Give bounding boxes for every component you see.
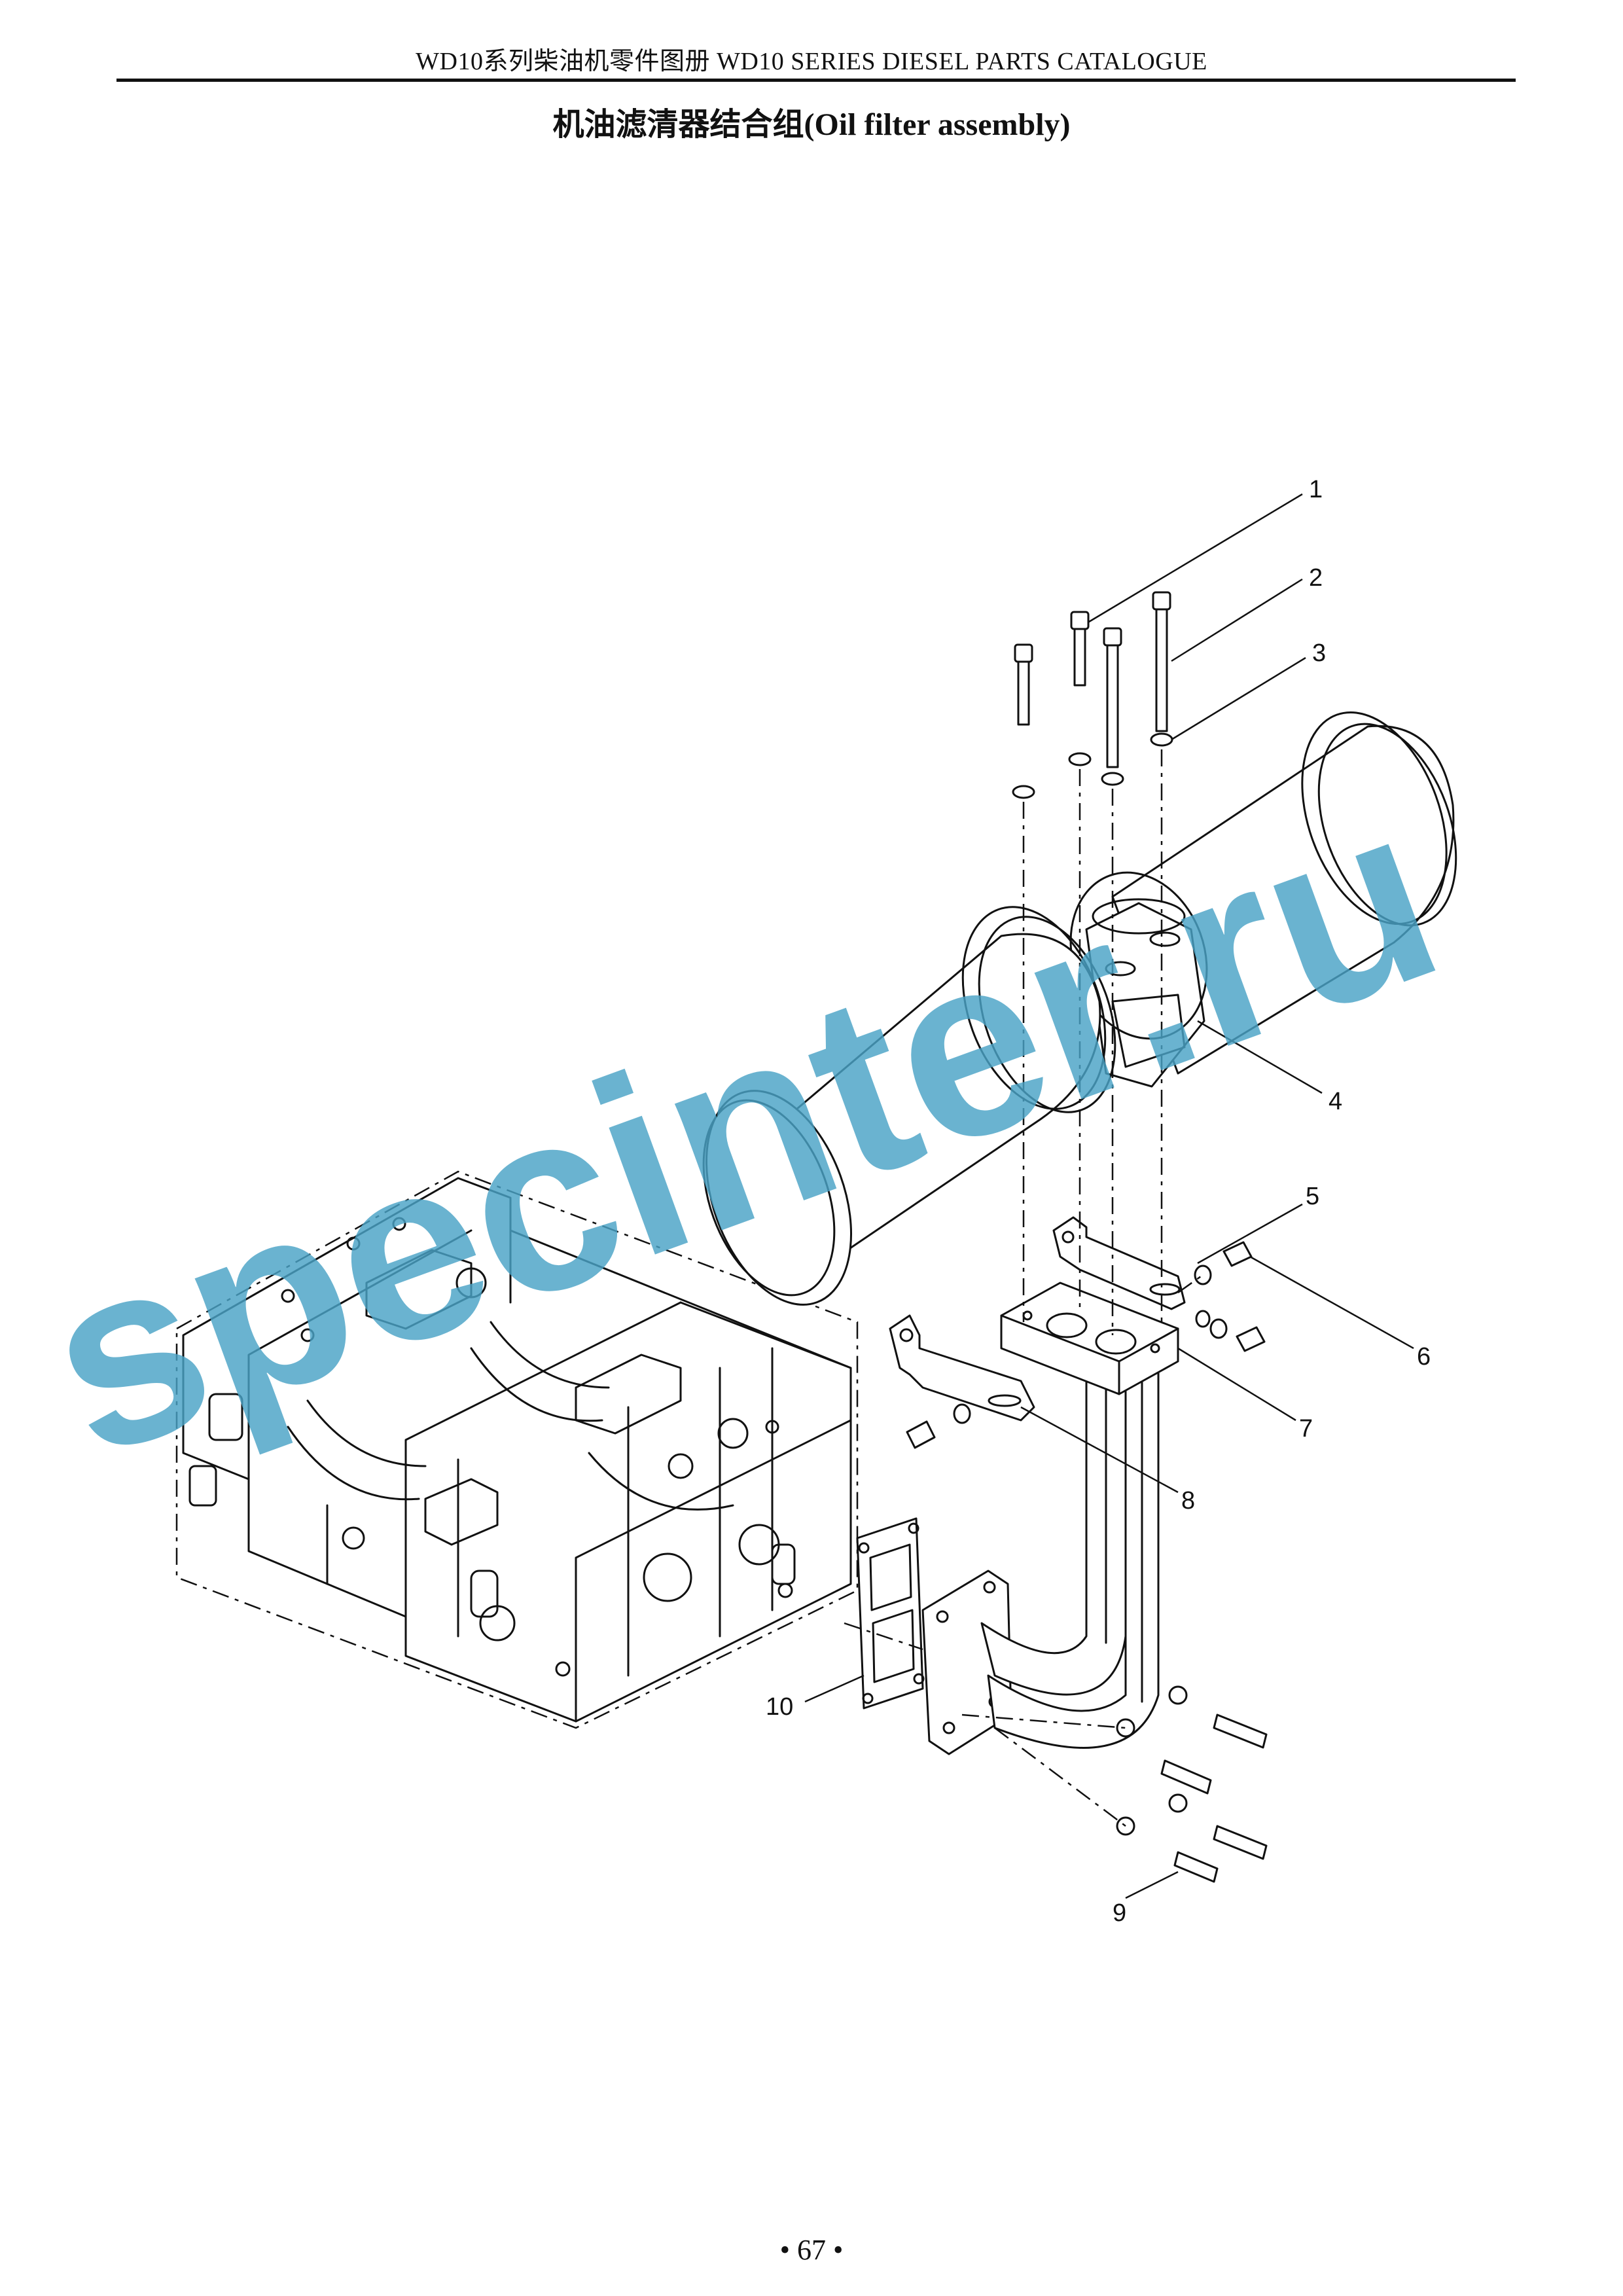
oil-filter-assembly-4 <box>702 711 1457 1306</box>
bolts-9 <box>1116 1685 1268 1883</box>
header-rule <box>116 79 1516 82</box>
engine-block-illustration <box>175 1170 859 1729</box>
bracket-8 <box>889 1314 1035 1422</box>
assembly-lines <box>844 749 1204 1827</box>
callout-2: 2 <box>1309 564 1323 592</box>
callout-9: 9 <box>1113 1899 1126 1927</box>
callout-10: 10 <box>766 1693 793 1721</box>
page-number: • 67 • <box>779 2234 844 2266</box>
gasket-10 <box>856 1517 925 1710</box>
callout-leaders <box>804 493 1414 1899</box>
running-header: WD10系列柴油机零件图册 WD10 SERIES DIESEL PARTS C… <box>416 48 1207 75</box>
washers-3 <box>1012 732 1173 799</box>
callout-7: 7 <box>1299 1415 1313 1443</box>
callout-1: 1 <box>1309 476 1323 503</box>
mounting-plate-7 <box>1000 1282 1179 1395</box>
callout-3: 3 <box>1312 639 1326 667</box>
watermark-logo: specinter.ru <box>12 747 1470 1512</box>
callout-6: 6 <box>1417 1343 1431 1371</box>
page-title: 机油滤清器结合组(Oil filter assembly) <box>552 107 1071 142</box>
callout-5: 5 <box>1306 1183 1319 1210</box>
oil-pipe-assembly <box>921 1347 1160 1755</box>
callout-8: 8 <box>1181 1487 1195 1515</box>
callout-4: 4 <box>1329 1088 1342 1115</box>
filter-bolts-1-2 <box>1014 591 1171 768</box>
